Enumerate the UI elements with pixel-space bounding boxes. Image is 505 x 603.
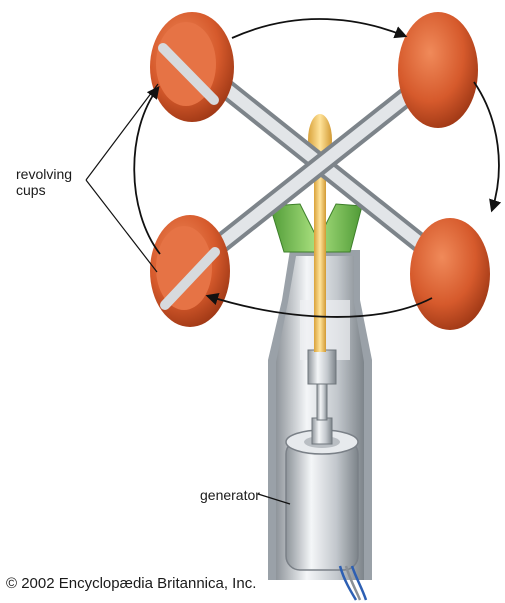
revolving-cups-label: revolving cups [16,166,86,198]
generator-label: generator [200,487,260,503]
copyright-label: © 2002 Encyclopædia Britannica, Inc. [6,576,256,592]
revolving-cup-bottom-left [150,215,230,327]
revolving-cup-top-left [150,12,234,122]
revolving-cup-top-right [398,12,478,128]
shaft [314,170,326,352]
revolving-cup-bottom-right [410,218,490,330]
